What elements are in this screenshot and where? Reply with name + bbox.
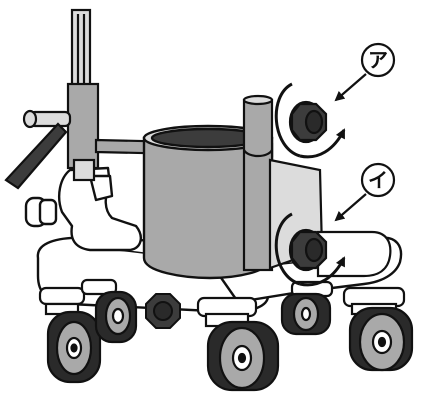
depth-post [68,10,98,180]
callout-a: ア [336,44,394,100]
caster-right-front [344,288,412,370]
caster-front-center [198,298,278,390]
upper-lock-knob [276,84,344,157]
base-hex-knob [146,294,180,328]
right-column [244,96,272,270]
callout-a-label: ア [368,48,388,72]
callout-i: イ [336,164,394,220]
callout-i-label: イ [368,168,388,192]
lever-handle [6,111,70,188]
